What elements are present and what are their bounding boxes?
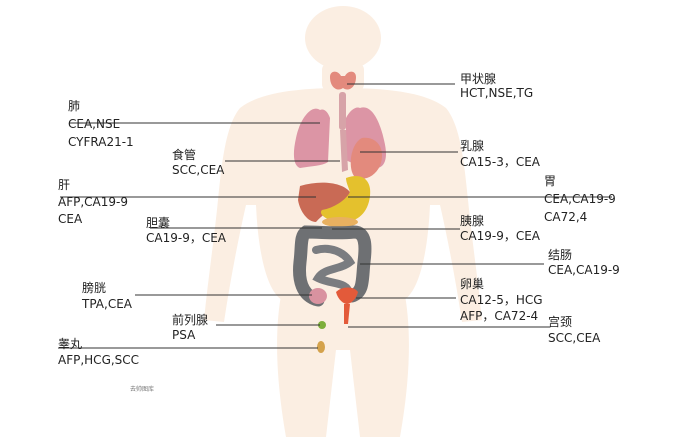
label-stomach: 胃 CEA,CA19-9 CA72,4 xyxy=(544,172,616,226)
marker-line: HCT,NSE,TG xyxy=(460,86,534,100)
marker-line: AFP,CA19-9 xyxy=(58,195,128,209)
marker-line: SCC,CEA xyxy=(172,163,225,177)
marker-line: TPA,CEA xyxy=(82,297,132,311)
pancreas xyxy=(322,217,358,227)
label-colon: 结肠 CEA,CA19-9 xyxy=(548,248,620,278)
marker-line: CA12-5，HCG xyxy=(460,293,543,307)
organ-name: 前列腺 xyxy=(172,313,209,327)
leader-lines xyxy=(58,83,612,349)
label-lung: 肺 CEA,NSE CYFRA21-1 xyxy=(68,97,134,151)
label-liver: 肝 AFP,CA19-9 CEA xyxy=(58,177,128,228)
cervix xyxy=(344,304,350,324)
marker-line: CEA xyxy=(58,212,83,226)
trachea xyxy=(339,92,346,130)
label-thyroid: 甲状腺 HCT,NSE,TG xyxy=(460,72,533,100)
organ-name: 食管 xyxy=(172,148,197,162)
marker-line: CYFRA21-1 xyxy=(68,135,134,149)
marker-line: PSA xyxy=(172,328,196,342)
organ-name: 肺 xyxy=(68,99,81,113)
marker-line: CA15-3，CEA xyxy=(460,155,540,169)
label-ovary: 卵巢 CA12-5，HCG AFP，CA72-4 xyxy=(460,276,543,324)
label-testis: 睾丸 AFP,HCG,SCC xyxy=(58,336,139,368)
label-cervix: 宫颈 SCC,CEA xyxy=(548,314,600,346)
uterus xyxy=(336,287,358,304)
small-intestine xyxy=(312,244,356,294)
organ-name: 甲状腺 xyxy=(460,72,497,86)
label-prostate: 前列腺 PSA xyxy=(172,313,208,343)
label-esophagus: 食管 SCC,CEA xyxy=(172,148,224,178)
organ-name: 卵巢 xyxy=(460,277,485,291)
organ-name: 乳腺 xyxy=(460,139,485,153)
organ-name: 宫颈 xyxy=(548,315,573,329)
organ-name: 膀胱 xyxy=(82,281,107,295)
liver xyxy=(298,182,350,222)
organ-name: 睾丸 xyxy=(58,337,83,351)
bladder xyxy=(309,288,327,304)
organ-name: 胰腺 xyxy=(460,214,485,228)
esophagus xyxy=(340,130,348,172)
stomach xyxy=(320,176,371,223)
marker-line: SCC,CEA xyxy=(548,331,601,345)
prostate xyxy=(318,321,326,329)
label-gallbladder: 胆囊 CA19-9，CEA xyxy=(146,216,226,246)
marker-line: CA19-9，CEA xyxy=(146,231,226,245)
organs xyxy=(293,71,386,353)
organ-name: 结肠 xyxy=(548,248,573,262)
marker-line: CA19-9，CEA xyxy=(460,229,540,243)
label-pancreas: 胰腺 CA19-9，CEA xyxy=(460,214,540,244)
marker-line: AFP，CA72-4 xyxy=(460,309,539,323)
organ-name: 胆囊 xyxy=(146,216,171,230)
thyroid xyxy=(330,71,356,90)
watermark: 去帅图库 xyxy=(130,386,155,393)
organ-name: 肝 xyxy=(58,178,71,192)
marker-line: CEA,CA19-9 xyxy=(544,192,616,206)
heart xyxy=(350,137,382,179)
label-bladder: 膀胱 TPA,CEA xyxy=(82,280,132,312)
testis xyxy=(317,341,325,353)
label-breast: 乳腺 CA15-3，CEA xyxy=(460,138,540,170)
colon xyxy=(293,225,372,307)
marker-line: CEA,NSE xyxy=(68,117,121,131)
marker-line: CA72,4 xyxy=(544,210,588,224)
marker-line: CEA,CA19-9 xyxy=(548,263,620,277)
organ-name: 胃 xyxy=(544,174,557,188)
marker-line: AFP,HCG,SCC xyxy=(58,353,140,367)
